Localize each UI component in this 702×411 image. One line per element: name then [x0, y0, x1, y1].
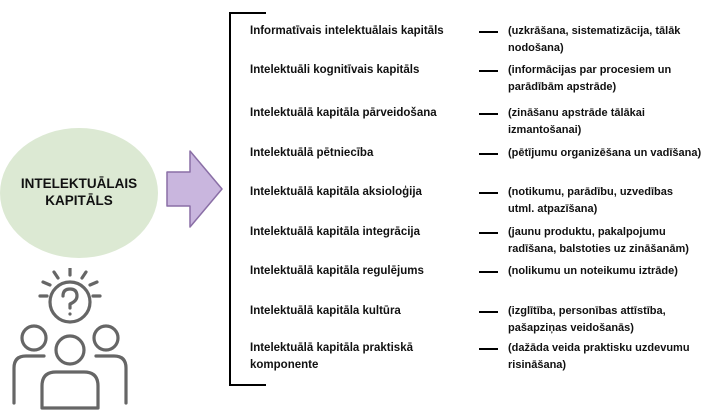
item-term: Informatīvais intelektuālais kapitāls — [250, 25, 444, 37]
item-dash — [479, 113, 498, 115]
group-thinking-question-icon — [12, 268, 128, 410]
item-term: Intelektuālā kapitāla praktiskā komponen… — [250, 342, 413, 371]
item-dash — [479, 192, 498, 194]
item-description: (nolikumu un noteikumu iztrāde) — [508, 265, 678, 277]
list-item: Intelektuālā kapitāla aksioloģija (notik… — [0, 184, 702, 224]
item-description: (dažāda veida praktisku uzdevumu risināš… — [508, 342, 690, 371]
bracket-line — [229, 13, 231, 386]
item-dash — [479, 271, 498, 273]
center-concept-line1: INTELEKTUĀLAIS — [20, 176, 138, 192]
item-description: (uzkrāšana, sistematizācija, tālāk nodoš… — [508, 25, 681, 54]
item-term: Intelektuālā kapitāla regulējums — [250, 265, 424, 277]
item-term: Intelektuālā pētniecība — [250, 147, 374, 159]
item-dash — [479, 348, 498, 350]
item-dash — [479, 153, 498, 155]
item-dash — [479, 311, 498, 313]
item-description: (informācijas par procesiem un parādībām… — [508, 64, 672, 93]
list-item: Intelektuālā kapitāla pārveidošana (zinā… — [0, 105, 702, 145]
item-dash — [479, 31, 498, 33]
bracket-bottom-tick — [229, 384, 266, 386]
center-concept-circle: INTELEKTUĀLAIS KAPITĀLS — [0, 128, 158, 258]
item-description: (izglītība, personības attīstība, pašapz… — [508, 305, 666, 334]
bracket-top-tick — [229, 12, 266, 14]
item-description: (jaunu produktu, pakalpojumu radīšana, b… — [508, 226, 689, 255]
list-item: Intelektuālā kapitāla integrācija (jaunu… — [0, 224, 702, 264]
list-item: Intelektuāli kognitīvais kapitāls (infor… — [0, 62, 702, 102]
list-item: Intelektuālā pētniecība (pētījumu organi… — [0, 145, 702, 185]
item-dash — [479, 232, 498, 234]
list-item: Intelektuālā kapitāla regulējums (noliku… — [0, 263, 702, 303]
center-concept-label: INTELEKTUĀLAIS KAPITĀLS — [21, 176, 137, 210]
list-item: Intelektuālā kapitāla praktiskā komponen… — [0, 340, 702, 380]
item-term: Intelektuālā kapitāla aksioloģija — [250, 186, 422, 198]
item-term: Intelektuālā kapitāla integrācija — [250, 226, 421, 238]
list-item: Informatīvais intelektuālais kapitāls (u… — [0, 23, 702, 63]
item-dash — [479, 70, 498, 72]
item-description: (notikumu, parādību, uzvedības utml. atp… — [508, 186, 674, 215]
item-description: (pētījumu organizēšana un vadīšana) — [508, 147, 702, 159]
center-concept-line2: KAPITĀLS — [45, 193, 113, 208]
item-term: Intelektuāli kognitīvais kapitāls — [250, 64, 420, 76]
list-item: Intelektuālā kapitāla kultūra (izglītība… — [0, 303, 702, 343]
item-term: Intelektuālā kapitāla pārveidošana — [250, 107, 437, 119]
right-arrow-icon — [166, 150, 223, 228]
item-description: (zināšanu apstrāde tālākai izmantošanai) — [508, 107, 645, 136]
item-term: Intelektuālā kapitāla kultūra — [250, 305, 401, 317]
